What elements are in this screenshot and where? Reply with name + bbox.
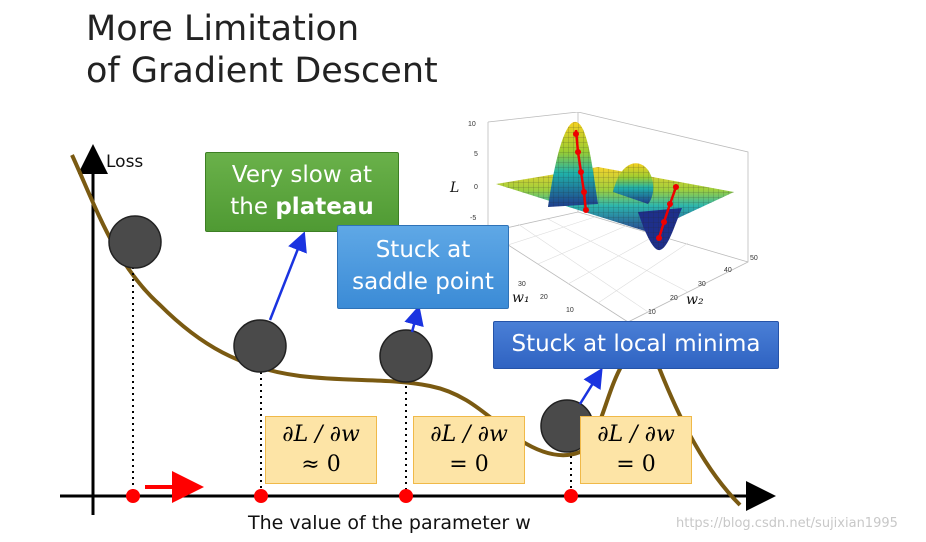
ball-1 bbox=[108, 215, 162, 269]
point-4 bbox=[564, 489, 578, 503]
w2-tick-40: 40 bbox=[724, 267, 732, 274]
saddle-callout: Stuck at saddle point bbox=[337, 225, 509, 309]
z-tick-neg5: -5 bbox=[470, 215, 476, 222]
w1-tick-10: 10 bbox=[566, 307, 574, 314]
w1-tick-20: 20 bbox=[540, 294, 548, 301]
gradient-value-3: = 0 bbox=[616, 452, 656, 477]
x-axis-label: The value of the parameter w bbox=[248, 512, 531, 534]
w2-tick-30: 30 bbox=[698, 281, 706, 288]
gradient-box-3: ∂L / ∂w = 0 bbox=[580, 416, 692, 484]
gradient-box-2: ∂L / ∂w = 0 bbox=[413, 416, 525, 484]
watermark-text: https://blog.csdn.net/sujixian1995 bbox=[676, 516, 898, 531]
gradient-expr-3: ∂L / ∂w bbox=[597, 422, 675, 447]
saddle-arrow bbox=[404, 305, 424, 333]
title-line-1: More Limitation bbox=[86, 9, 360, 49]
plateau-line-2: the plateau bbox=[206, 191, 398, 223]
gradient-box-1: ∂L / ∂w ≈ 0 bbox=[265, 416, 377, 484]
plateau-callout: Very slow at the plateau bbox=[205, 152, 399, 232]
gradient-value-2: = 0 bbox=[449, 452, 489, 477]
w2-tick-20: 20 bbox=[670, 295, 678, 302]
w2-axis-label: w₂ bbox=[686, 292, 704, 308]
local-minima-callout: Stuck at local minima bbox=[493, 321, 779, 369]
z-tick-5: 5 bbox=[474, 151, 478, 158]
plateau-arrow bbox=[268, 231, 307, 321]
w2-tick-50: 50 bbox=[750, 255, 758, 262]
z-tick-0: 0 bbox=[474, 184, 478, 191]
minima-arrow bbox=[578, 367, 603, 405]
surface-plot: 10 5 0 -5 L 30 20 10 w₁ 20 10 30 40 50 w… bbox=[449, 112, 758, 323]
ball-2 bbox=[233, 319, 287, 373]
saddle-line-2: saddle point bbox=[352, 269, 494, 295]
title-line-2: of Gradient Descent bbox=[86, 51, 438, 91]
gradient-expr-2: ∂L / ∂w bbox=[430, 422, 508, 447]
z-axis-label: L bbox=[449, 180, 459, 196]
ball-3 bbox=[379, 329, 433, 383]
w1-tick-30: 30 bbox=[518, 281, 526, 288]
plateau-prefix: the bbox=[230, 194, 276, 220]
saddle-line-1: Stuck at bbox=[375, 237, 471, 263]
plateau-bold-word: plateau bbox=[275, 194, 374, 220]
point-3 bbox=[399, 489, 413, 503]
z-tick-10: 10 bbox=[468, 121, 476, 128]
gradient-expr-1: ∂L / ∂w bbox=[282, 422, 360, 447]
y-axis-label: Loss bbox=[106, 152, 144, 172]
gradient-value-1: ≈ 0 bbox=[301, 452, 341, 477]
point-1 bbox=[126, 489, 140, 503]
plateau-line-1: Very slow at bbox=[231, 162, 373, 188]
point-2 bbox=[254, 489, 268, 503]
w1-axis-label: w₁ bbox=[512, 290, 530, 306]
page-title: More Limitation of Gradient Descent bbox=[86, 8, 438, 92]
w2-tick-10: 10 bbox=[648, 309, 656, 316]
